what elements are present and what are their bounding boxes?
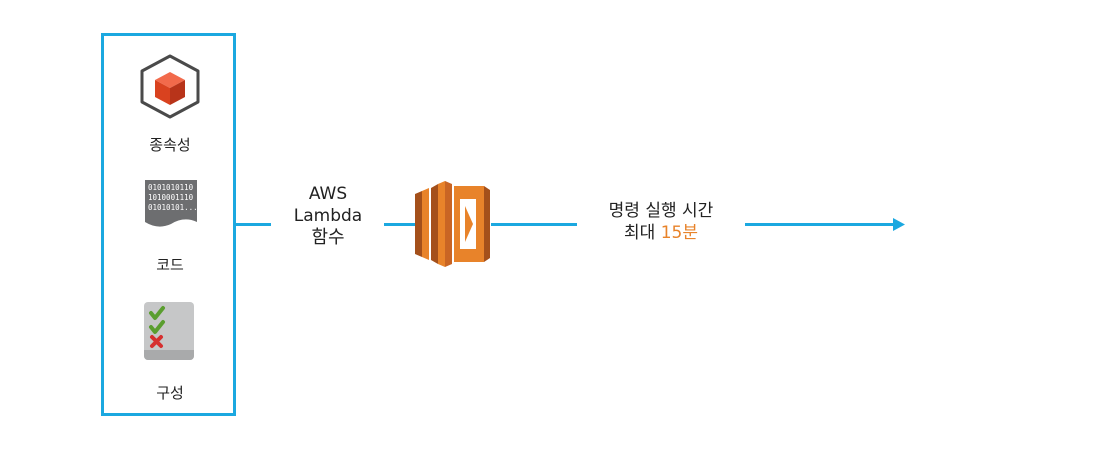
binary-code-icon: 0101010110 1010001110 01010101...: [145, 180, 198, 227]
function-label: AWS Lambda 함수: [278, 183, 378, 249]
aws-lambda-icon: [415, 181, 490, 267]
connector-line: [236, 223, 271, 226]
execution-max-prefix: 최대: [624, 223, 661, 243]
connector-line: [491, 223, 577, 226]
execution-time-label: 명령 실행 시간 최대 15분: [582, 200, 740, 244]
checklist-icon: [144, 302, 194, 360]
connector-line: [384, 223, 418, 226]
execution-time-line2: 최대 15분: [582, 222, 740, 244]
function-label-line2: Lambda: [293, 206, 363, 226]
arrow-head-icon: [893, 218, 905, 231]
dependency-cube-icon: [140, 54, 200, 119]
output-arrow-line: [745, 223, 895, 226]
deployment-package-box: [101, 33, 236, 416]
function-label-line3: 함수: [311, 227, 345, 248]
execution-time-line1: 명령 실행 시간: [608, 201, 714, 221]
code-line-2: 1010001110: [148, 193, 194, 202]
configuration-label: 구성: [156, 384, 184, 402]
function-label-line1: AWS: [308, 184, 348, 204]
code-line-3: 01010101...: [148, 203, 198, 212]
code-label: 코드: [156, 256, 184, 274]
code-line-1: 0101010110: [148, 183, 194, 192]
dependencies-label: 종속성: [149, 136, 191, 154]
execution-max-value: 15분: [660, 223, 698, 243]
